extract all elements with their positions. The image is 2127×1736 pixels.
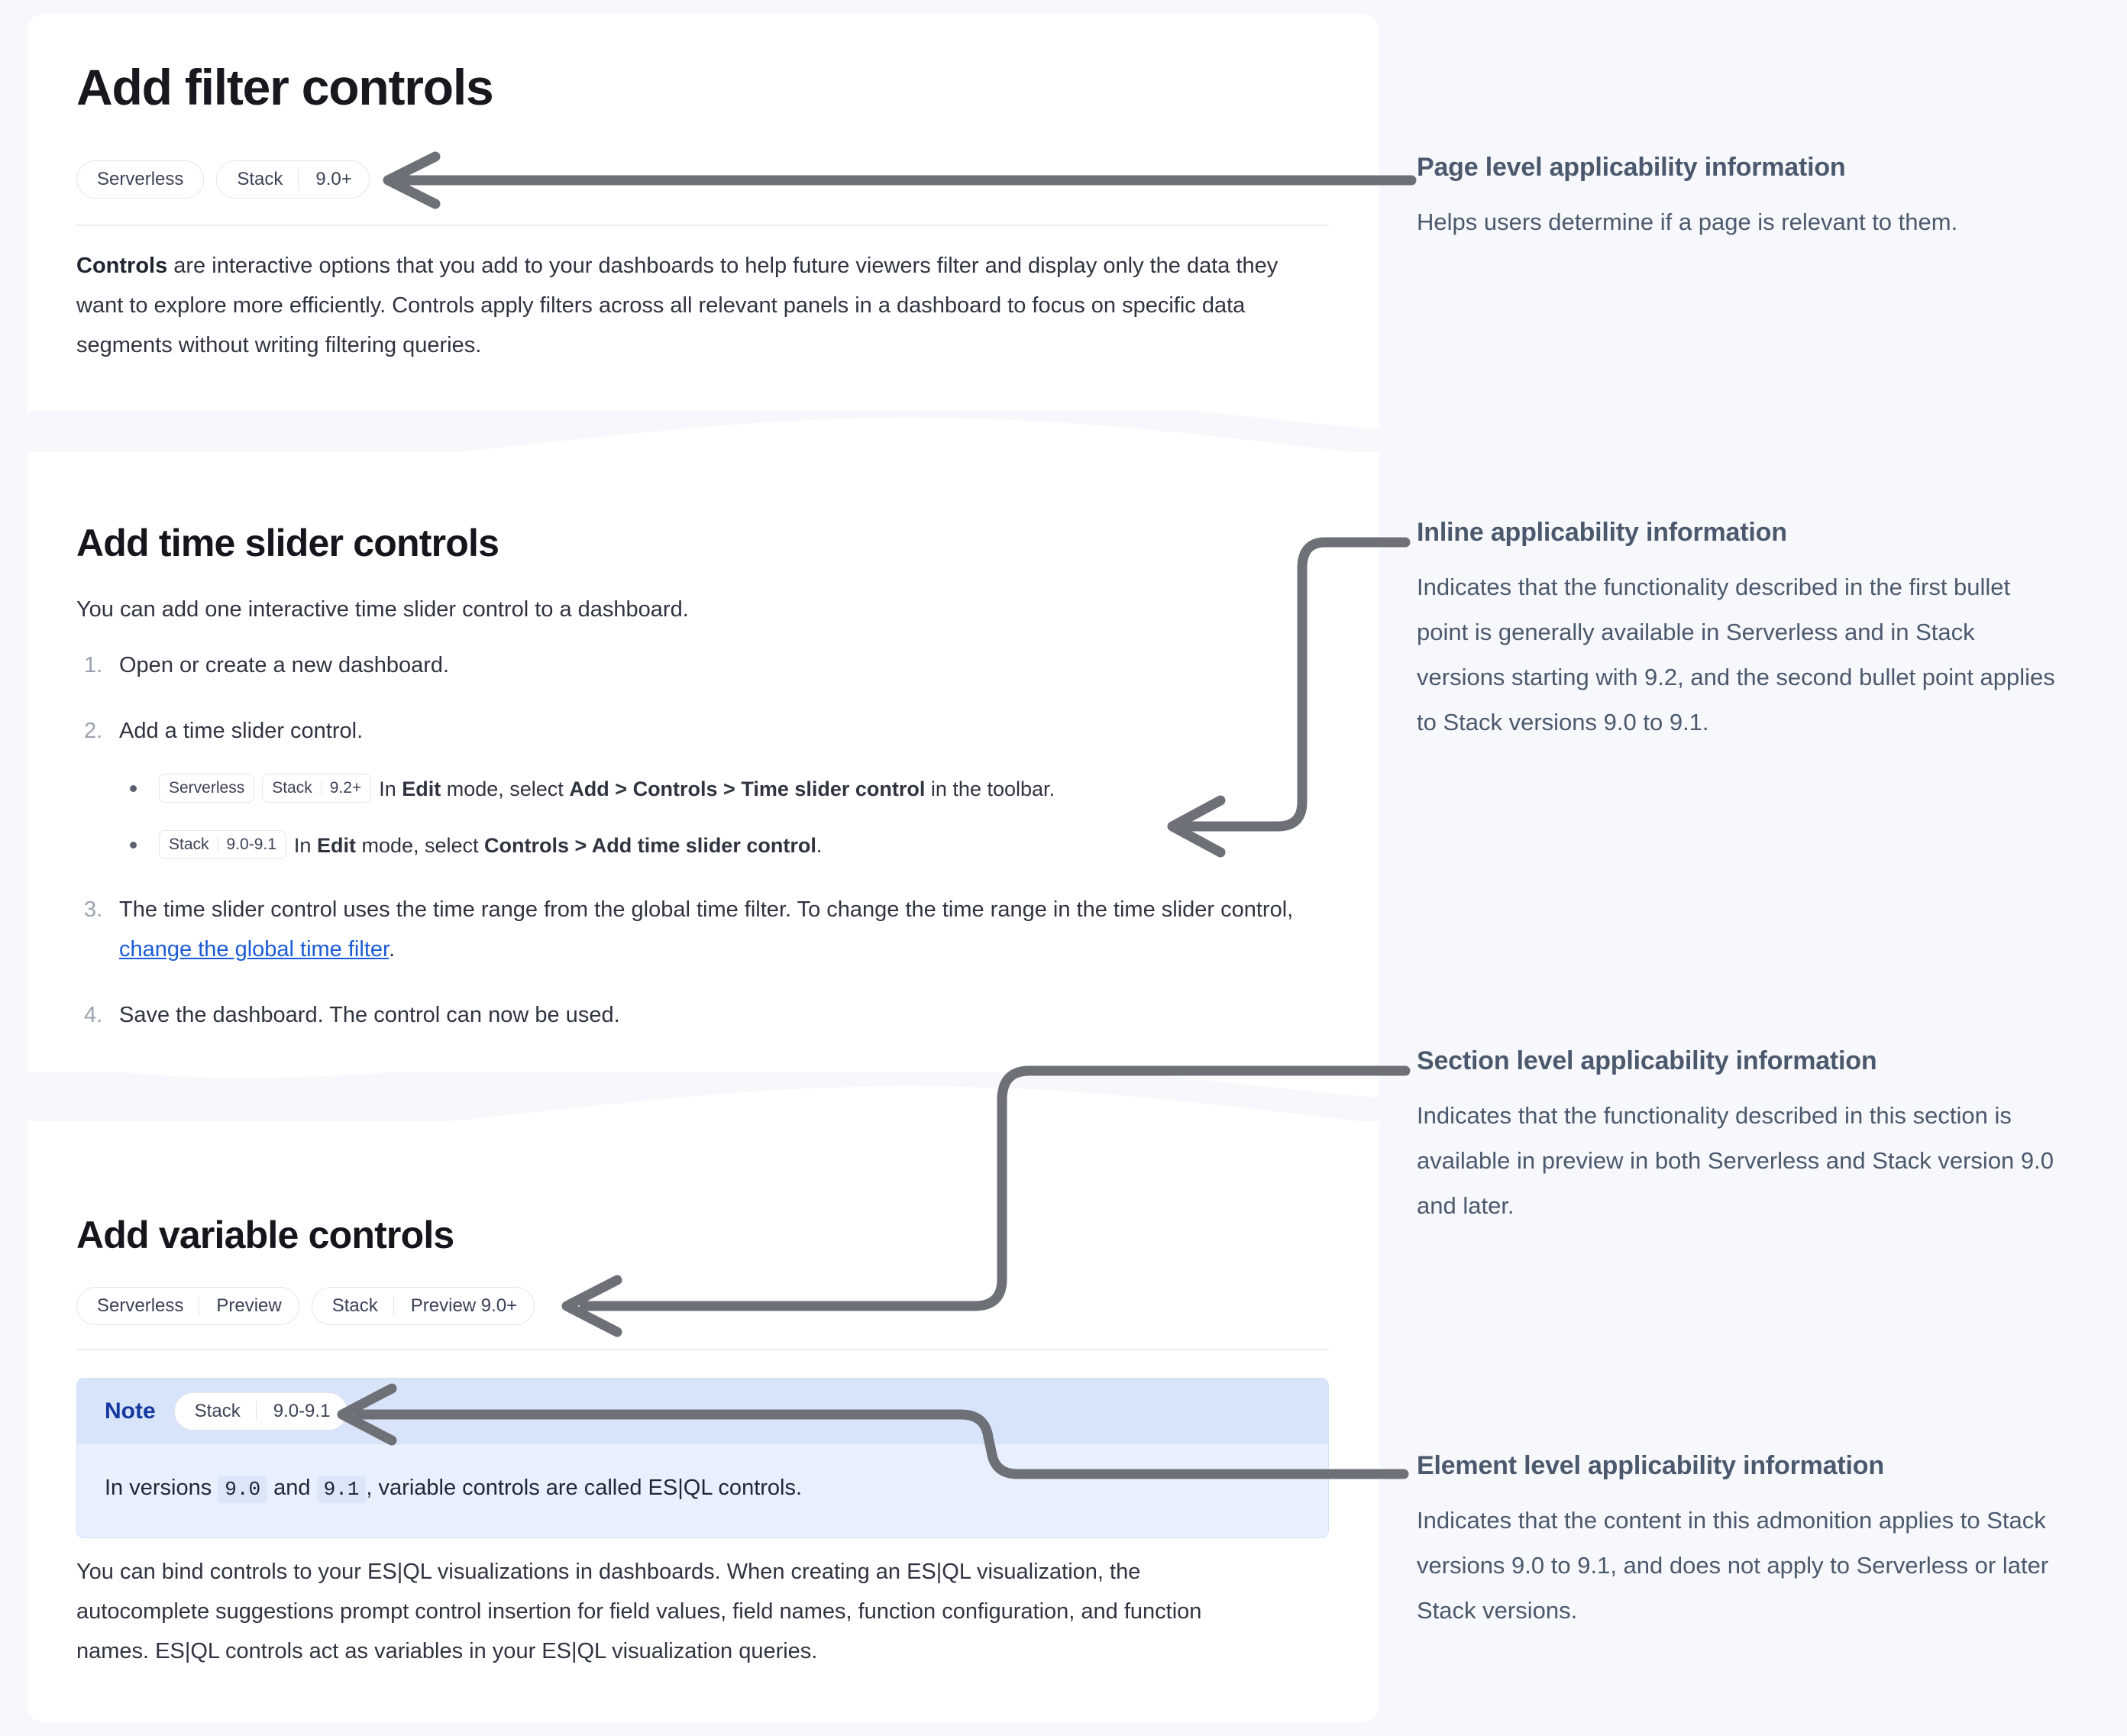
section-heading-variable: Add variable controls [76, 1214, 454, 1256]
list-item: 1. Open or create a new dashboard. [76, 645, 1314, 685]
variable-section-paragraph: You can bind controls to your ES|QL visu… [76, 1560, 1202, 1663]
step-text: Open or create a new dashboard. [119, 653, 450, 677]
annotation-body: Indicates that the functionality describ… [1417, 574, 2055, 735]
inline-applicability-bullets: Serverless Stack 9.2+ In Edit mode, sele… [119, 771, 1314, 864]
annotation-inline-level: Inline applicability information Indicat… [1417, 518, 2058, 745]
page-title-divider [76, 225, 1329, 226]
step-text: Save the dashboard. The control can now … [119, 1003, 620, 1027]
note-header: Note Stack 9.0-9.1 [77, 1379, 1328, 1444]
step-number: 4. [84, 1003, 103, 1027]
section-heading-time-slider: Add time slider controls [76, 522, 499, 564]
intro-paragraph: Controls are interactive options that yo… [76, 246, 1306, 365]
badge-name: Serverless [97, 169, 184, 189]
bullet-pre: In [379, 777, 402, 800]
note-badge-stack[interactable]: Stack 9.0-9.1 [173, 1392, 348, 1431]
inline-badge-serverless[interactable]: Serverless [159, 773, 255, 803]
bullet-bold-1: Edit [316, 834, 356, 857]
intro-lead: Controls [76, 254, 168, 278]
bullet-tail: in the toolbar. [925, 777, 1055, 800]
note-label: Note [105, 1398, 156, 1424]
badge-name: Stack [237, 169, 283, 189]
badge-name: Stack [272, 778, 312, 797]
bullet-mid: mode, select [355, 834, 485, 857]
list-item: 2. Add a time slider control. Serverless… [76, 711, 1314, 864]
bullet-bold-2: Add > Controls > Time slider control [569, 777, 926, 800]
badge-separator [393, 1296, 394, 1316]
note-text-mid: and [267, 1476, 317, 1500]
annotation-title: Page level applicability information [1417, 153, 1846, 182]
version-code-2: 9.1 [316, 1476, 367, 1503]
list-item: Stack 9.0-9.1 In Edit mode, select Contr… [119, 827, 1314, 864]
doc-panel-intro [27, 14, 1379, 411]
badge-version: Preview [216, 1295, 282, 1316]
annotation-section-level: Section level applicability information … [1417, 1046, 2058, 1228]
badge-version: 9.0-9.1 [273, 1401, 331, 1421]
inline-badge-stack[interactable]: Stack 9.0-9.1 [159, 829, 286, 859]
badge-separator [320, 780, 322, 796]
version-code-1: 9.0 [218, 1476, 268, 1503]
badge-version: 9.0+ [315, 169, 352, 189]
page-title: Add filter controls [76, 59, 494, 115]
list-item: 3. The time slider control uses the time… [76, 890, 1314, 969]
step-text: The time slider control uses the time ra… [119, 897, 1294, 922]
step-number: 1. [84, 653, 103, 677]
time-slider-lead: You can add one interactive time slider … [76, 597, 689, 622]
badge-name: Stack [331, 1295, 378, 1316]
badge-stack-preview[interactable]: Stack Preview 9.0+ [311, 1287, 535, 1325]
badge-version: 9.2+ [329, 778, 362, 797]
section-applicability-badges: Serverless Preview Stack Preview 9.0+ [76, 1287, 535, 1325]
step-tail: . [389, 937, 396, 962]
note-body: In versions 9.0 and 9.1, variable contro… [77, 1444, 1328, 1537]
note-text-pre: In versions [105, 1476, 218, 1500]
badge-name: Stack [194, 1401, 241, 1421]
bullet-dot-icon [130, 842, 137, 849]
annotation-title: Section level applicability information [1417, 1046, 1877, 1075]
intro-rest: are interactive options that you add to … [76, 254, 1278, 357]
bullet-bold-2: Controls > Add time slider control [484, 834, 816, 857]
annotation-body: Indicates that the functionality describ… [1417, 1102, 2054, 1219]
bullet-tail: . [816, 834, 823, 857]
badge-separator [255, 1401, 257, 1421]
time-slider-steps: 1. Open or create a new dashboard. 2. Ad… [76, 645, 1314, 1061]
section-heading-divider [76, 1349, 1329, 1350]
annotation-body: Indicates that the content in this admon… [1417, 1507, 2049, 1624]
annotation-title: Element level applicability information [1417, 1451, 1884, 1480]
badge-separator [298, 170, 299, 189]
badge-name: Serverless [97, 1295, 184, 1316]
annotation-element-level: Element level applicability information … [1417, 1451, 2058, 1633]
bullet-bold-1: Edit [402, 777, 441, 800]
step-number: 3. [84, 897, 103, 922]
badge-stack[interactable]: Stack 9.0+ [216, 160, 370, 199]
annotation-body: Helps users determine if a page is relev… [1417, 209, 1958, 235]
global-time-filter-link[interactable]: change the global time filter [119, 937, 390, 962]
inline-badge-stack[interactable]: Stack 9.2+ [262, 773, 372, 803]
badge-name: Stack [169, 835, 209, 853]
annotation-title: Inline applicability information [1417, 518, 1787, 547]
bullet-pre: In [293, 834, 317, 857]
note-text-post: , variable controls are called ES|QL con… [366, 1476, 803, 1500]
note-admonition: Note Stack 9.0-9.1 In versions 9.0 and 9… [76, 1378, 1329, 1538]
bullet-mid: mode, select [441, 777, 570, 800]
badge-serverless[interactable]: Serverless [76, 160, 205, 199]
step-number: 2. [84, 719, 103, 743]
list-item: 4. Save the dashboard. The control can n… [76, 995, 1314, 1035]
page-applicability-badges: Serverless Stack 9.0+ [76, 160, 370, 199]
step-text: Add a time slider control. [119, 719, 364, 743]
doc-panel-time-slider [27, 452, 1379, 1072]
list-item: Serverless Stack 9.2+ In Edit mode, sele… [119, 771, 1314, 807]
badge-name: Serverless [169, 778, 245, 797]
bullet-dot-icon [130, 785, 137, 792]
annotation-page-level: Page level applicability information Hel… [1417, 153, 2058, 244]
badge-version: 9.0-9.1 [226, 835, 276, 853]
badge-serverless-preview[interactable]: Serverless Preview [76, 1287, 299, 1325]
badge-version: Preview 9.0+ [410, 1295, 518, 1316]
